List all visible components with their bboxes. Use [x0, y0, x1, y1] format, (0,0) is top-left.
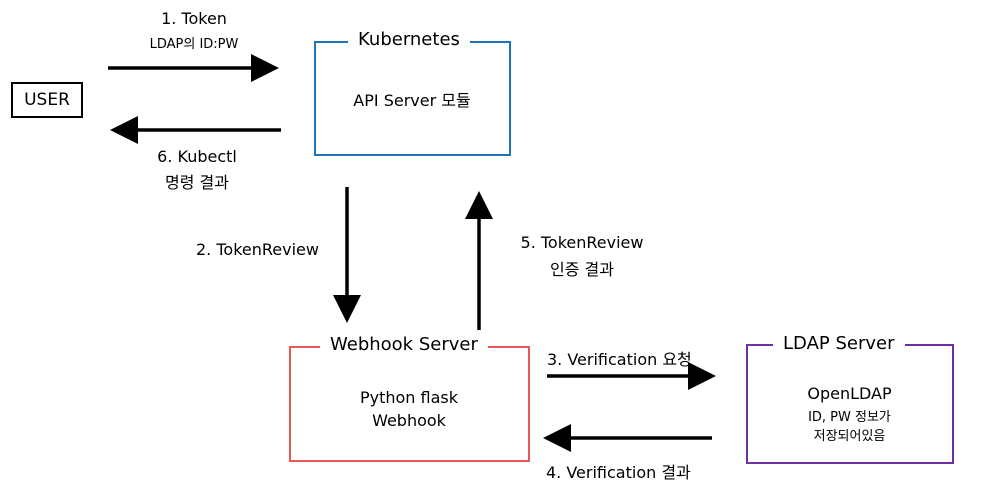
step5-label: 5. TokenReview	[520, 233, 644, 252]
user-label: USER	[24, 90, 70, 110]
ldap-line2: ID, PW 정보가	[808, 410, 891, 425]
step4-label: 4. Verification 결과	[546, 463, 691, 482]
ldap-line3: 저장되어있음	[813, 429, 886, 444]
step6-sublabel: 명령 결과	[165, 173, 229, 192]
ldap-line1: OpenLDAP	[807, 384, 892, 403]
webhook-line2: Webhook	[372, 411, 446, 430]
step3-label: 3. Verification 요청	[547, 350, 692, 369]
step1-label: 1. Token	[161, 9, 227, 28]
webhook-node: Python flask Webhook	[289, 346, 530, 462]
step2-label: 2. TokenReview	[196, 240, 319, 259]
kubernetes-title: Kubernetes	[348, 29, 470, 50]
step6-label: 6. Kubectl	[157, 147, 237, 166]
webhook-line1: Python flask	[359, 388, 459, 407]
step5-sublabel: 인증 결과	[550, 260, 614, 279]
kubernetes-body: API Server 모듈	[353, 91, 471, 110]
step1-sublabel: LDAP의 ID:PW	[149, 37, 239, 52]
user-node: USER	[11, 82, 83, 118]
ldap-title: LDAP Server	[773, 333, 905, 354]
webhook-title: Webhook Server	[320, 334, 488, 355]
